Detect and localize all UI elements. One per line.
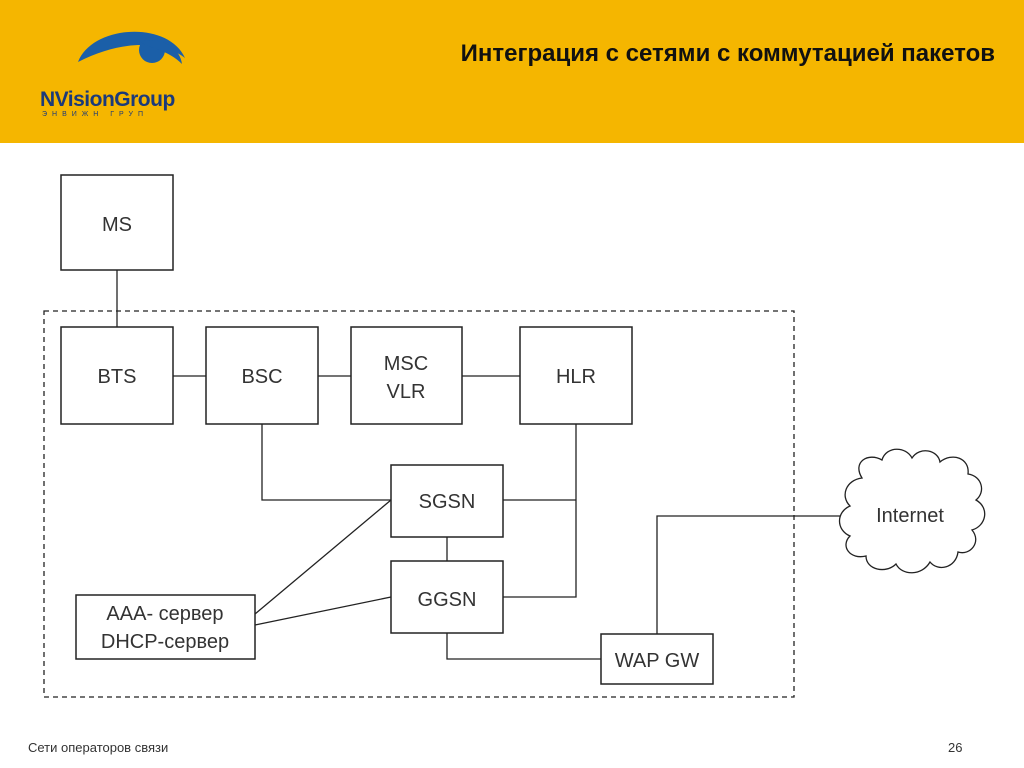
link-hlr-ggsn [503, 424, 577, 598]
node-ms [60, 174, 174, 271]
link-aaa-ggsn [254, 596, 392, 626]
node-bsc [205, 326, 319, 425]
operator-network-boundary [43, 310, 795, 698]
node-aaa-dhcp [75, 594, 256, 660]
page-number: 26 [948, 740, 963, 755]
label-aaa: AAA- сервер [106, 603, 223, 625]
label-vlr: VLR [387, 381, 426, 403]
node-sgsn [390, 464, 504, 538]
link-ggsn-wap [446, 633, 601, 660]
label-bsc: BSC [241, 366, 282, 388]
label-hlr: HLR [556, 366, 596, 388]
node-hlr [519, 326, 633, 425]
label-ggsn: GGSN [418, 589, 477, 611]
link-wap-internet [656, 515, 842, 634]
node-msc-vlr [350, 326, 463, 425]
label-dhcp: DHCP-сервер [101, 631, 229, 653]
link-bsc-sgsn [261, 424, 391, 501]
node-ggsn [390, 560, 504, 634]
label-bts: BTS [98, 366, 137, 388]
logo-name: NVisionGroup [40, 88, 175, 111]
internet-cloud-icon [838, 448, 986, 574]
node-bts [60, 326, 174, 425]
header-bar [0, 0, 1024, 143]
label-internet: Internet [876, 505, 944, 527]
page-title: Интеграция с сетями с коммутацией пакето… [460, 40, 995, 67]
node-wap-gw [600, 633, 714, 685]
logo-subtitle: ЭНВИЖН ГРУП [42, 111, 149, 118]
label-msc: MSC [384, 353, 428, 375]
footer-caption: Сети операторов связи [28, 740, 169, 755]
label-ms: MS [102, 214, 132, 236]
label-sgsn: SGSN [419, 491, 476, 513]
nvision-logo-icon [78, 31, 185, 64]
label-wap-gw: WAP GW [615, 650, 700, 672]
link-aaa-sgsn [254, 499, 392, 615]
